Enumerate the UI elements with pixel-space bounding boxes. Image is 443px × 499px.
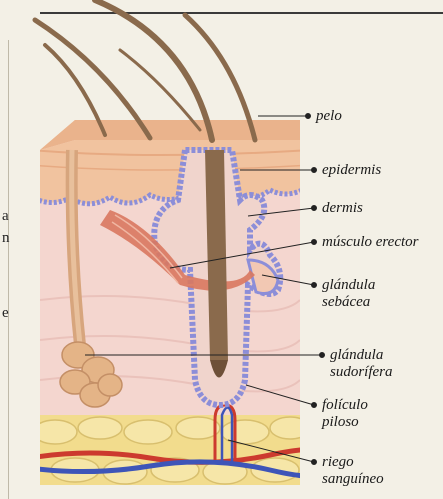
label-dermis: dermis: [322, 200, 363, 217]
label-musculo-erector: músculo erector: [322, 234, 419, 251]
label-pelo: pelo: [316, 108, 342, 125]
label-epidermis: epidermis: [322, 162, 381, 179]
